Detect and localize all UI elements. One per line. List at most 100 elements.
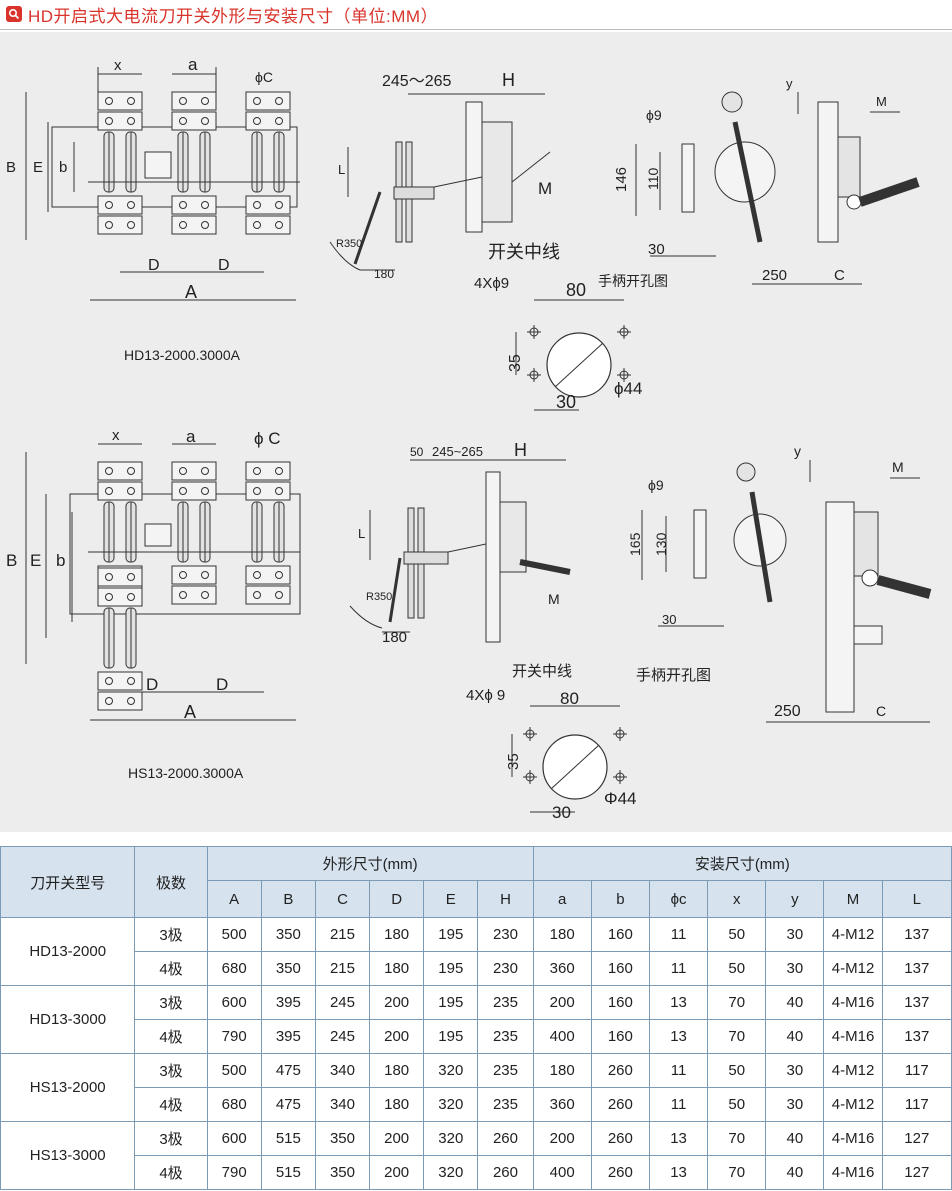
hs-front-phic: ϕ C bbox=[254, 429, 281, 448]
value-cell: 260 bbox=[590, 1053, 650, 1088]
value-cell: 137 bbox=[881, 917, 952, 952]
value-cell: 180 bbox=[369, 917, 425, 952]
value-cell: 160 bbox=[590, 951, 650, 986]
hd-handle-146: 146 bbox=[613, 167, 630, 192]
hd-handle-30: 30 bbox=[648, 241, 665, 258]
value-cell: 40 bbox=[765, 1121, 825, 1156]
hs-side-50: 50 bbox=[410, 445, 424, 459]
col-phic: ϕc bbox=[648, 880, 709, 918]
value-cell: 235 bbox=[477, 1053, 534, 1088]
header-outline: 外形尺寸(mm) bbox=[206, 846, 534, 881]
col-C: C bbox=[314, 880, 371, 918]
hs-hole-count: 4Xϕ 9 bbox=[466, 687, 505, 704]
value-cell: 215 bbox=[314, 917, 371, 952]
value-cell: 230 bbox=[477, 951, 534, 986]
value-cell: 40 bbox=[765, 1155, 825, 1190]
col-E: E bbox=[423, 880, 479, 918]
value-cell: 13 bbox=[648, 1121, 709, 1156]
col-M: M bbox=[823, 880, 883, 918]
hs-model-label: HS13-2000.3000A bbox=[128, 765, 244, 781]
poles-cell: 3极 bbox=[134, 1121, 208, 1156]
hs-hole-phi44: Φ44 bbox=[604, 789, 636, 808]
value-cell: 11 bbox=[648, 917, 709, 952]
value-cell: 400 bbox=[532, 1155, 592, 1190]
hd-front-phic: ϕC bbox=[255, 69, 273, 85]
value-cell: 260 bbox=[590, 1155, 650, 1190]
value-cell: 30 bbox=[765, 917, 825, 952]
spec-table: 刀开关型号 极数 外形尺寸(mm) 安装尺寸(mm) A B C D E H a… bbox=[0, 846, 952, 1190]
col-B: B bbox=[260, 880, 316, 918]
value-cell: 70 bbox=[707, 1155, 767, 1190]
value-cell: 70 bbox=[707, 1019, 767, 1054]
value-cell: 160 bbox=[590, 985, 650, 1020]
hs-handle-C: C bbox=[876, 703, 886, 719]
value-cell: 320 bbox=[423, 1121, 479, 1156]
hs-handle-caption: 手柄开孔图 bbox=[636, 667, 711, 684]
value-cell: 4-M16 bbox=[823, 1155, 883, 1190]
hd-side-R: R350 bbox=[336, 238, 362, 250]
value-cell: 4-M16 bbox=[823, 1121, 883, 1156]
value-cell: 137 bbox=[881, 985, 952, 1020]
col-H: H bbox=[477, 880, 534, 918]
hs-handle-130: 130 bbox=[653, 532, 669, 556]
model-cell: HS13-2000 bbox=[0, 1053, 136, 1122]
hs-handle-phi9: ϕ9 bbox=[648, 477, 664, 493]
value-cell: 395 bbox=[260, 1019, 316, 1054]
hd-side-centerline: 开关中线 bbox=[488, 242, 560, 262]
col-x: x bbox=[707, 880, 767, 918]
value-cell: 600 bbox=[206, 1121, 262, 1156]
value-cell: 127 bbox=[881, 1155, 952, 1190]
value-cell: 680 bbox=[206, 1087, 262, 1122]
value-cell: 195 bbox=[423, 1019, 479, 1054]
value-cell: 30 bbox=[765, 1087, 825, 1122]
hs-front-A: A bbox=[184, 702, 196, 722]
hs-front-B: B bbox=[6, 551, 17, 570]
hs13-front-view bbox=[25, 443, 301, 721]
header-install: 安装尺寸(mm) bbox=[532, 846, 952, 881]
value-cell: 260 bbox=[590, 1087, 650, 1122]
hs-front-x: x bbox=[112, 427, 120, 444]
value-cell: 320 bbox=[423, 1087, 479, 1122]
hd-front-x: x bbox=[114, 57, 122, 74]
value-cell: 260 bbox=[590, 1121, 650, 1156]
value-cell: 475 bbox=[260, 1053, 316, 1088]
hd-front-B: B bbox=[6, 159, 16, 176]
hd-side-H: H bbox=[502, 70, 515, 90]
value-cell: 340 bbox=[314, 1053, 371, 1088]
value-cell: 350 bbox=[314, 1155, 371, 1190]
value-cell: 195 bbox=[423, 951, 479, 986]
value-cell: 4-M16 bbox=[823, 1019, 883, 1054]
hd-front-D2: D bbox=[218, 257, 230, 274]
hd13-hole-pattern bbox=[515, 299, 632, 411]
hd-front-A: A bbox=[185, 282, 197, 302]
search-icon bbox=[6, 6, 22, 22]
hd-side-180: 180 bbox=[374, 267, 394, 281]
hd-model-label: HD13-2000.3000A bbox=[124, 347, 241, 363]
hd13-front-view bbox=[25, 67, 300, 301]
poles-cell: 4极 bbox=[134, 951, 208, 986]
hs-hole-30: 30 bbox=[552, 803, 571, 822]
title-bar: HD开启式大电流刀开关外形与安装尺寸（单位:MM） bbox=[0, 0, 952, 28]
col-A: A bbox=[206, 880, 262, 918]
value-cell: 160 bbox=[590, 1019, 650, 1054]
value-cell: 515 bbox=[260, 1155, 316, 1190]
value-cell: 230 bbox=[477, 917, 534, 952]
value-cell: 137 bbox=[881, 1019, 952, 1054]
value-cell: 350 bbox=[314, 1121, 371, 1156]
value-cell: 40 bbox=[765, 985, 825, 1020]
hs-front-a: a bbox=[186, 427, 196, 446]
header-poles: 极数 bbox=[134, 846, 208, 918]
hs-hole-80: 80 bbox=[560, 689, 579, 708]
value-cell: 600 bbox=[206, 985, 262, 1020]
hs-handle-y: y bbox=[794, 443, 801, 459]
value-cell: 50 bbox=[707, 1087, 767, 1122]
title-divider bbox=[0, 29, 952, 30]
hd-hole-count: 4Xϕ9 bbox=[474, 275, 509, 292]
value-cell: 200 bbox=[369, 1121, 425, 1156]
poles-cell: 3极 bbox=[134, 917, 208, 952]
model-cell: HD13-3000 bbox=[0, 985, 136, 1054]
